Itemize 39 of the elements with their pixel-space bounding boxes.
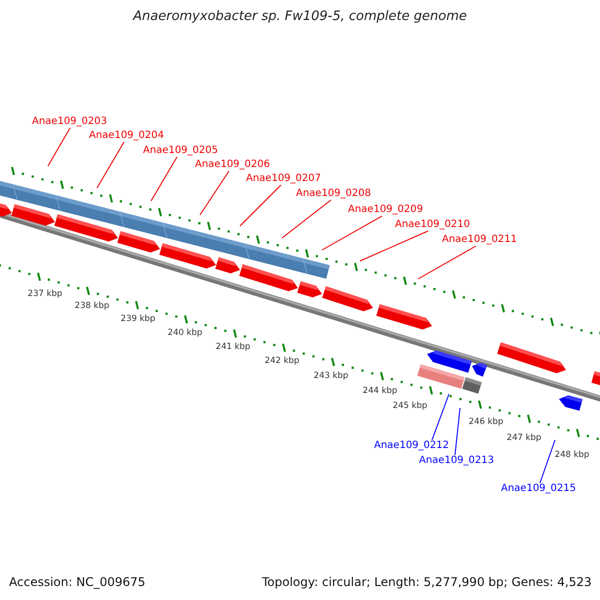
gene-label: Anae109_0215 xyxy=(501,483,576,495)
gene-label: Anae109_0209 xyxy=(348,204,423,216)
leader-line xyxy=(48,128,70,166)
scale-label: 248 kbp xyxy=(554,449,590,461)
scale-label: 242 kbp xyxy=(264,355,300,367)
gene-label: Anae109_0206 xyxy=(195,159,270,171)
gene-label: Anae109_0204 xyxy=(89,130,164,142)
leader-line xyxy=(200,170,230,216)
scale-label: 239 kbp xyxy=(120,313,156,325)
scale-label: 246 kbp xyxy=(468,416,504,428)
scale-label: 240 kbp xyxy=(168,327,202,339)
footer-text: Accession: NC_009675 xyxy=(9,576,146,588)
gene-label: Anae109_0212 xyxy=(374,440,449,452)
leader-line xyxy=(282,200,332,238)
leader-line xyxy=(432,394,450,440)
gene-label: Anae109_0203 xyxy=(32,116,107,128)
leader-line xyxy=(96,142,124,188)
gene-label: Anae109_0205 xyxy=(143,145,218,157)
scale-label: 244 kbp xyxy=(362,385,398,397)
gene-label: Anae109_0208 xyxy=(296,188,371,200)
title: Anaeromyxobacter sp. Fw109-5, complete genome xyxy=(132,11,468,23)
gene-label: Anae109_0210 xyxy=(395,219,470,231)
scale-label: 245 kbp xyxy=(392,400,428,412)
gene-label: Anae109_0207 xyxy=(246,173,321,185)
leader-line xyxy=(540,440,556,484)
leader-line xyxy=(454,408,460,456)
scale-label: 237 kbp xyxy=(28,288,62,300)
leader-line xyxy=(418,246,476,280)
leader-line xyxy=(322,216,382,250)
scale-label: 247 kbp xyxy=(506,432,542,444)
footer-text: Topology: circular; Length: 5,277,990 bp; Genes: 4,523 xyxy=(262,576,592,588)
scale-label: 243 kbp xyxy=(314,370,348,382)
scale-label: 238 kbp xyxy=(74,300,110,312)
gene-label: Anae109_0213 xyxy=(419,455,494,467)
leader-line xyxy=(240,184,282,226)
gene-label: Anae109_0211 xyxy=(442,234,517,246)
leader-line xyxy=(150,156,178,202)
leader-line xyxy=(360,230,428,262)
scale-label: 241 kbp xyxy=(216,341,250,353)
